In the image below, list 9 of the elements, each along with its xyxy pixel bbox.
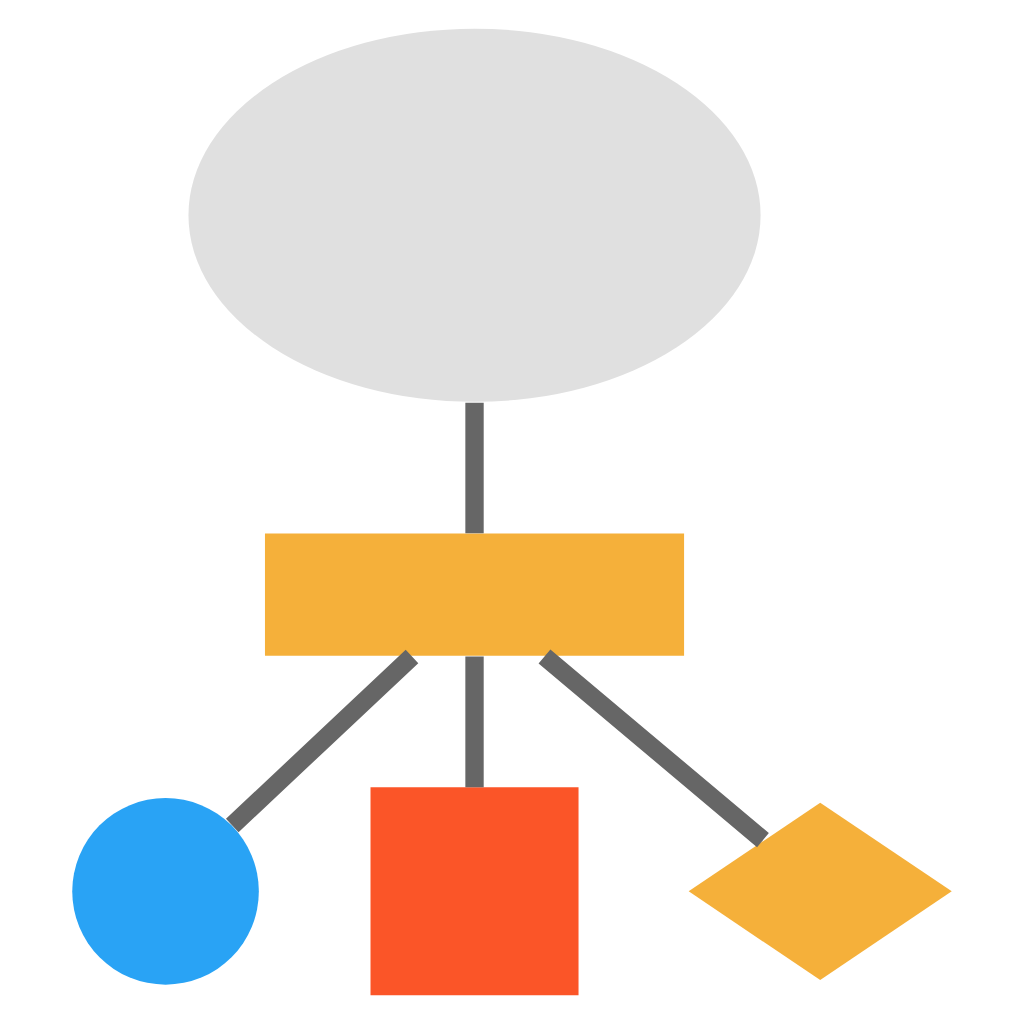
node-circle — [72, 798, 259, 985]
connector — [225, 649, 419, 833]
node-bar — [264, 533, 685, 656]
connector — [465, 656, 484, 788]
node-diamond — [688, 802, 952, 981]
connector — [538, 649, 769, 848]
connector — [465, 402, 484, 534]
node-box — [370, 787, 579, 996]
node-brain — [188, 28, 761, 402]
